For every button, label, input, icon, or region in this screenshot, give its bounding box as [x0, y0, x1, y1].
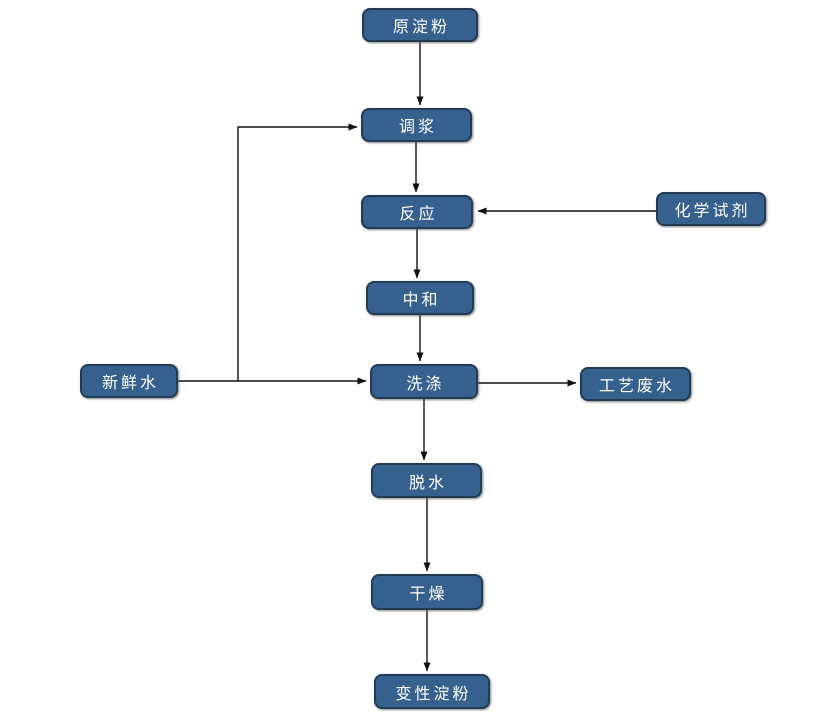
node-raw-starch: 原淀粉: [362, 8, 478, 42]
node-chemical-reagent: 化学试剂: [656, 192, 766, 226]
node-reaction: 反应: [361, 195, 473, 229]
node-neutralization: 中和: [366, 281, 474, 315]
node-process-wastewater: 工艺废水: [580, 367, 691, 401]
node-fresh-water: 新鲜水: [80, 364, 178, 398]
node-slurry-mixing: 调浆: [361, 108, 472, 142]
node-dewatering: 脱水: [371, 463, 482, 498]
edge-fresh-water-to-slurry: [237, 123, 358, 381]
node-drying: 干燥: [371, 574, 483, 610]
node-washing: 洗涤: [370, 364, 478, 399]
node-modified-starch: 变性淀粉: [374, 674, 490, 709]
